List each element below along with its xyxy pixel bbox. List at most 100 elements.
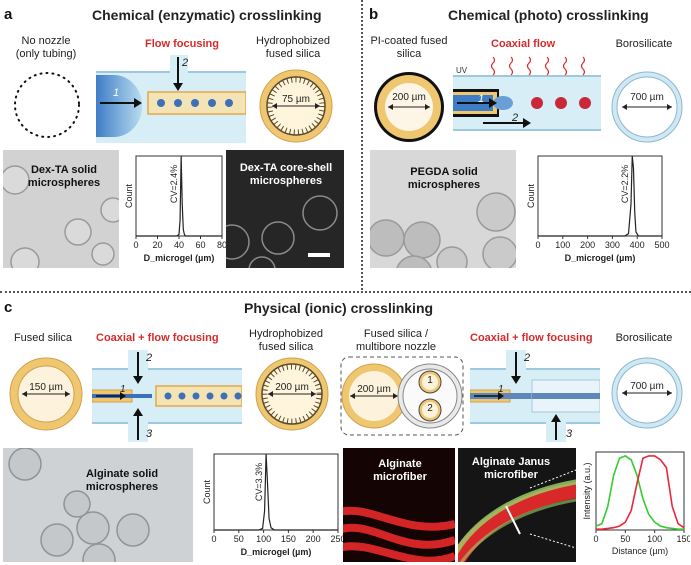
panel-a-dotted-circle [14, 72, 80, 138]
panel-c-letter: c [4, 299, 13, 316]
panel-c-ring-200-left [255, 357, 329, 431]
panel-c-photo-alginate-janus: Alginate Janus microfiber [458, 448, 576, 562]
panel-c-multibore-1: 1 [427, 375, 433, 386]
panel-a-ring-75 [259, 69, 333, 143]
x-tick-label: 20 [152, 240, 162, 250]
panel-b-coaxial-flow-label: Coaxial flow [491, 38, 556, 50]
panel-a-photo-dex-solid: Dex-TA solid microspheres [3, 150, 119, 268]
panel-c-ring-200-left-label: 200 µm [275, 382, 309, 393]
panel-c-ring-150 [9, 357, 83, 431]
panel-a-title: Chemical (enzymatic) crosslinking [92, 7, 322, 23]
x-tick-label: 100 [555, 240, 570, 250]
panel-a-flow-focusing-label: Flow focusing [145, 38, 219, 50]
x-tick-label: 0 [593, 534, 598, 544]
x-axis-label: Distance (µm) [612, 546, 668, 556]
histogram-line [136, 155, 222, 237]
x-axis-label: D_microgel (µm) [144, 253, 215, 263]
y-axis-label: Intensity (a.u.) [582, 462, 592, 519]
x-axis-label: D_microgel (µm) [241, 547, 312, 557]
panel-c-right-arrow2-label: 2 [524, 352, 531, 364]
histogram-line [214, 453, 338, 531]
x-tick-label: 60 [195, 240, 205, 250]
panel-a-photo-dex-coreshell-text: Dex-TA core-shell microspheres [239, 162, 333, 187]
panel-divider-horizontal [0, 291, 691, 293]
panel-b-coaxial-schematic [453, 56, 601, 131]
y-axis-label: Count [202, 480, 212, 505]
panel-a-photo-dex-solid-text: Dex-TA solid microspheres [27, 164, 101, 189]
panel-a-no-nozzle-label: No nozzle (only tubing) [15, 35, 77, 60]
x-tick-label: 100 [647, 534, 662, 544]
cv-annotation: CV=2.4% [169, 165, 179, 203]
panel-c-borosilicate-label: Borosilicate [615, 332, 673, 344]
panel-c-photo-alginate-microfiber-text: Alginate microfiber [373, 458, 427, 483]
panel-c-coaxial-schematic-right [470, 350, 600, 442]
x-tick-label: 200 [306, 534, 321, 544]
panel-c-hydrophobized-label: Hydrophobized fused silica [249, 328, 323, 353]
panel-a-ring-75-label: 75 µm [282, 94, 310, 105]
panel-c-janus-chart: 0 50 100 150 Intensity (a.u.) Distance (µm) [582, 451, 690, 556]
panel-c-right-arrow1-label: 1 [498, 384, 504, 395]
y-axis-label: Count [124, 184, 134, 209]
panel-b-ring-200-label: 200 µm [392, 92, 426, 103]
x-tick-label: 50 [620, 534, 630, 544]
panel-c-left-arrow1-label: 1 [120, 384, 126, 395]
histogram-line [538, 155, 662, 237]
chart-frame [213, 453, 339, 531]
x-tick-label: 150 [281, 534, 296, 544]
chart-frame [595, 451, 685, 531]
x-tick-label: 0 [211, 534, 216, 544]
x-tick-label: 150 [676, 534, 690, 544]
panel-c-ring-700 [611, 357, 683, 429]
panel-b-ring-700 [611, 71, 683, 143]
cv-annotation: CV=3.3% [254, 463, 264, 501]
x-tick-label: 0 [535, 240, 540, 250]
panel-b-ring-700-label: 700 µm [630, 92, 664, 103]
panel-b-title: Chemical (photo) crosslinking [448, 7, 649, 23]
panel-b-arrow2-label: 2 [512, 112, 519, 124]
panel-divider-vertical [361, 0, 363, 290]
series-line-green [595, 455, 684, 531]
panel-b-arrow1-label: 1 [478, 93, 485, 105]
x-tick-label: 200 [580, 240, 595, 250]
panel-b-pi-coated-label: PI-coated fused silica [370, 35, 448, 60]
x-tick-label: 250 [330, 534, 345, 544]
panel-c-ring-150-label: 150 µm [29, 382, 63, 393]
panel-c-left-arrow3-label: 3 [146, 428, 153, 440]
panel-c-right-arrow3-label: 3 [566, 428, 573, 440]
panel-b-uv-label: UV [456, 66, 468, 75]
x-tick-label: 80 [217, 240, 227, 250]
panel-a-fused-silica-label: Hydrophobized fused silica [256, 35, 330, 60]
panel-b-photo-pegda-text: PEGDA solid microspheres [407, 166, 481, 191]
panel-b-letter: b [369, 6, 379, 23]
panel-c-ring-200-right-label: 200 µm [357, 384, 391, 395]
panel-a-flow-focusing-schematic [96, 55, 246, 143]
panel-c-left-arrow2-label: 2 [146, 352, 153, 364]
y-axis-label: Count [526, 184, 536, 209]
panel-c-photo-alginate-microfiber: Alginate microfiber [343, 448, 455, 562]
panel-a-photo-dex-coreshell: Dex-TA core-shell microspheres [226, 150, 344, 268]
series-line-red [596, 455, 685, 531]
x-tick-label: 50 [234, 534, 244, 544]
x-tick-label: 40 [174, 240, 184, 250]
panel-c-coaxial-right-label: Coaxial + flow focusing [470, 332, 593, 344]
x-tick-label: 300 [605, 240, 620, 250]
x-axis-label: D_microgel (µm) [565, 253, 636, 263]
panel-c-photo-alginate-solid-text: Alginate solid microspheres [85, 468, 159, 493]
panel-c-multibore-box [340, 356, 464, 436]
panel-c-fused-silica-label: Fused silica [13, 332, 73, 344]
panel-c-multibore-label: Fused silica / multibore nozzle [355, 328, 437, 353]
x-tick-label: 100 [256, 534, 271, 544]
chart-frame [537, 155, 663, 237]
panel-c-ring-700-label: 700 µm [630, 381, 664, 392]
cv-annotation: CV=2.2% [620, 165, 630, 203]
panel-c-photo-alginate-janus-text: Alginate Janus microfiber [471, 456, 551, 481]
x-tick-label: 500 [654, 240, 669, 250]
x-tick-label: 400 [630, 240, 645, 250]
panel-c-multibore-2: 2 [427, 403, 433, 414]
panel-a-arrow2-label: 2 [182, 57, 189, 69]
panel-b-borosilicate-label: Borosilicate [615, 38, 673, 50]
panel-c-coaxial-left-label: Coaxial + flow focusing [96, 332, 219, 344]
panel-a-letter: a [4, 6, 13, 23]
